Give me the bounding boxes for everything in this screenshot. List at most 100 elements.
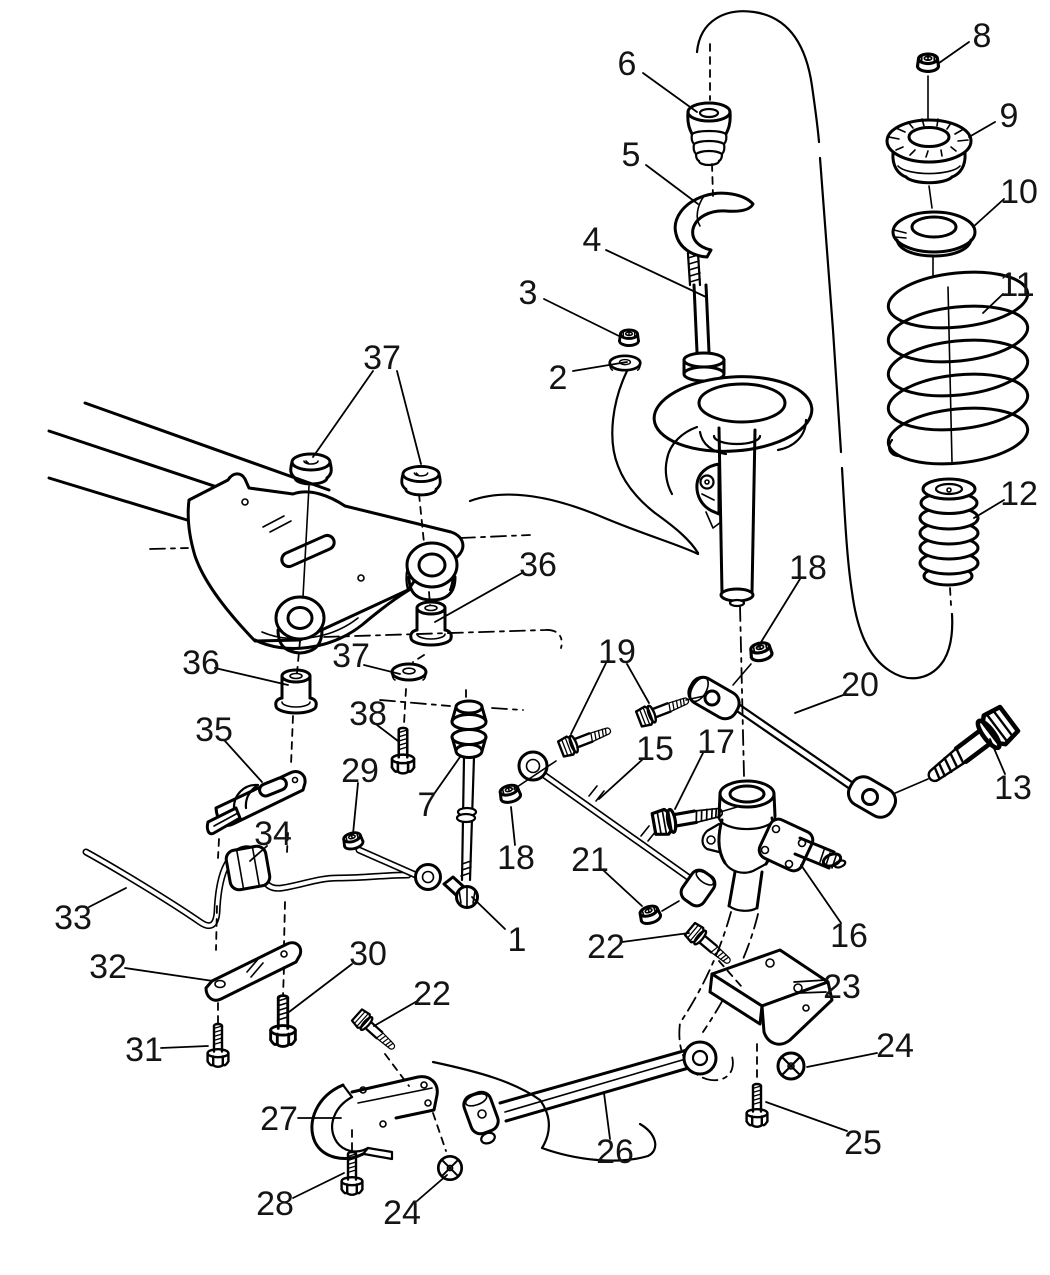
leader-line-5: [645, 164, 699, 205]
leader-line-21: [602, 869, 643, 907]
callout-label-31: 31: [125, 1031, 163, 1069]
bracket-bolt-30: [269, 994, 297, 1048]
spring-isolator-10: [891, 210, 977, 258]
arm-bolt-13: [892, 705, 1020, 794]
leader-line-37-top-2: [396, 370, 422, 465]
callout-label-37-mid: 37: [332, 637, 370, 675]
callout-label-33: 33: [54, 899, 92, 937]
callout-label-32: 32: [89, 948, 127, 986]
nut-24-right: [776, 1051, 806, 1081]
leader-line-19-1: [570, 662, 607, 735]
sway-bar-bushing-34: [224, 844, 272, 892]
leader-line-19-2: [626, 663, 650, 704]
coil-spring-11: [886, 270, 1030, 466]
callout-label-3: 3: [519, 274, 538, 312]
knuckle-leg-line-a: [678, 911, 734, 1082]
leader-line-29: [352, 782, 359, 835]
leader-line-34: [249, 845, 268, 862]
callout-label-28: 28: [256, 1185, 294, 1223]
leader-line-38: [376, 724, 399, 742]
leader-line-23-2: [798, 991, 827, 994]
callout-label-13: 13: [994, 769, 1032, 807]
callout-label-23: 23: [823, 968, 861, 1006]
crossmember-isolator-caps: [289, 452, 442, 497]
stabilizer-link-7: [450, 699, 488, 882]
sway-bar-link-29: [340, 829, 442, 891]
sway-bar-bracket-32: [204, 941, 303, 1002]
leader-line-36-left: [214, 667, 289, 686]
leader-line-22-left: [373, 999, 420, 1027]
leader-line-9: [968, 121, 996, 138]
callout-label-36-left: 36: [182, 644, 220, 682]
leader-line-13: [989, 738, 1006, 775]
callout-label-4: 4: [583, 221, 602, 259]
bracket-bolt-31: [206, 1022, 230, 1069]
leader-line-18-left: [510, 806, 516, 846]
callout-label-2: 2: [549, 359, 568, 397]
callout-label-24-bottom: 24: [383, 1194, 421, 1232]
callout-label-38: 38: [349, 695, 387, 733]
trailing-arm-bracket-27: [310, 1075, 439, 1161]
callout-label-19: 19: [598, 633, 636, 671]
trailing-arm-26: [431, 1040, 718, 1162]
routing-curve: [695, 10, 954, 680]
knuckle-16: [701, 779, 847, 912]
callout-label-1: 1: [508, 921, 527, 959]
leader-line-36-right: [434, 572, 523, 623]
lateral-link-15: [517, 750, 717, 912]
callout-label-27: 27: [260, 1100, 298, 1138]
leader-line-18-right: [757, 578, 801, 648]
jounce-bumper-6: [686, 101, 732, 167]
axis-19a: [513, 760, 557, 790]
leader-line-31: [160, 1045, 209, 1049]
strut-4: [652, 249, 814, 608]
leader-line-37-mid: [363, 664, 401, 675]
center-lines: [149, 43, 953, 1153]
leader-line-24-right: [806, 1052, 878, 1068]
leader-line-24-bottom: [416, 1174, 448, 1202]
callout-label-34: 34: [254, 815, 292, 853]
stabilizer-bracket-35: [205, 770, 307, 836]
leader-line-7: [433, 756, 461, 795]
leader-line-28: [292, 1172, 345, 1199]
callout-label-11: 11: [999, 266, 1034, 304]
nut-21: [636, 902, 664, 928]
leader-line-10: [972, 198, 1005, 228]
crossmember-bolt-38: [390, 726, 416, 775]
leader-line-35: [224, 740, 263, 783]
callout-label-37-top: 37: [363, 339, 401, 377]
spring-seat-5: [673, 191, 755, 259]
callout-label-21: 21: [571, 841, 609, 879]
leader-line-33: [88, 887, 127, 908]
leader-line-22-right: [621, 932, 690, 943]
knuckle-bolt-17: [650, 797, 727, 838]
leader-line-8: [938, 41, 970, 64]
spring-bumper-12: [918, 477, 980, 587]
crossmember: [186, 472, 465, 655]
callout-label-20: 20: [841, 666, 879, 704]
callout-label-26: 26: [596, 1133, 634, 1171]
callout-label-35: 35: [195, 711, 233, 749]
leader-line-32: [124, 967, 214, 982]
callout-label-18-right: 18: [789, 549, 827, 587]
leader-line-25: [765, 1101, 848, 1132]
leader-line-26: [603, 1092, 611, 1140]
leader-line-1: [471, 896, 506, 930]
leader-line-23-1: [793, 979, 827, 983]
callout-label-17: 17: [697, 723, 735, 761]
callout-layer: 1234567891011121315161718181920212222232…: [54, 17, 1038, 1232]
callout-label-25: 25: [844, 1124, 882, 1162]
callout-label-22-left: 22: [413, 975, 451, 1013]
nut-24-bottom: [436, 1154, 464, 1182]
callout-label-16: 16: [830, 917, 868, 955]
callout-label-29: 29: [341, 752, 379, 790]
callout-label-5: 5: [622, 136, 641, 174]
callout-label-22-right: 22: [587, 928, 625, 966]
callout-label-15: 15: [636, 730, 674, 768]
leader-line-20: [794, 693, 847, 714]
callout-label-7: 7: [418, 786, 437, 824]
callout-label-10: 10: [1000, 173, 1038, 211]
bracket-bolt-25: [745, 1082, 769, 1129]
callout-label-6: 6: [618, 45, 637, 83]
